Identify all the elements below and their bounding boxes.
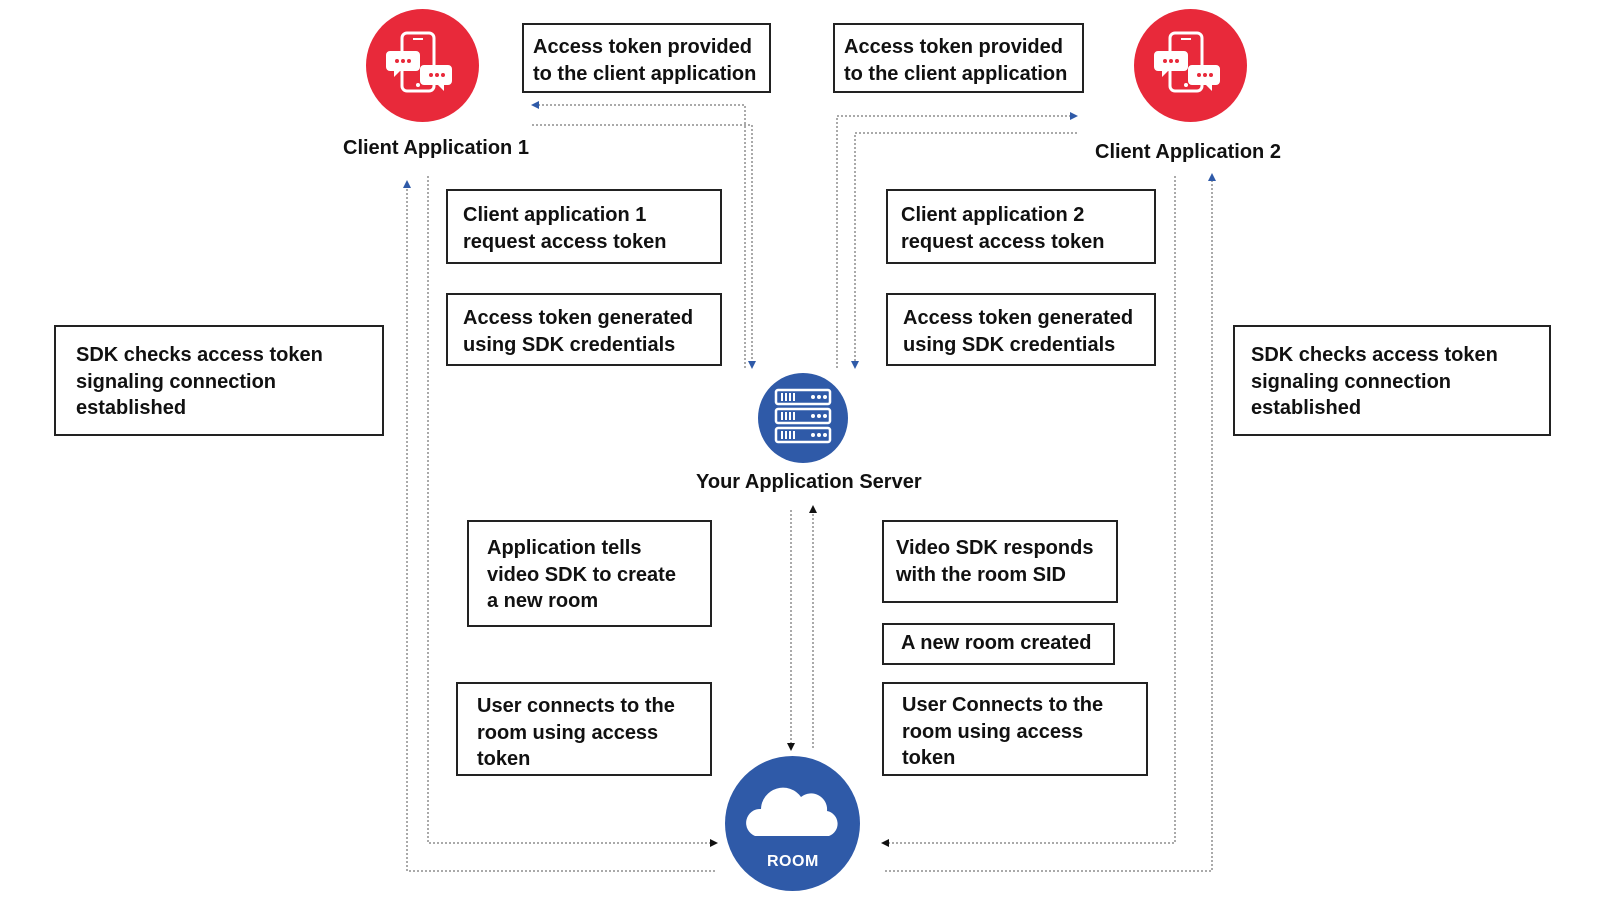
line-client-2-request (851, 132, 1077, 369)
step-line: established (76, 397, 187, 419)
step-line: using SDK credentials (903, 333, 1116, 356)
step-line: video SDK to create (487, 563, 676, 586)
client-application-1-label: Client Application 1 (343, 137, 529, 159)
step-line: User connects to the (477, 695, 675, 717)
client-application-1-node (366, 9, 479, 122)
step-line: request access token (463, 230, 667, 253)
step-line: Access token provided (533, 36, 752, 58)
step-line: room using access (477, 721, 659, 744)
step-token-generated-1: Access token generated using SDK credent… (446, 293, 722, 366)
step-request-token-2: Client application 2 request access toke… (886, 189, 1156, 264)
step-responds-room-sid: Video SDK responds with the room SID (882, 520, 1118, 603)
step-line: Access token generated (463, 307, 694, 329)
step-line: with the room SID (896, 563, 1066, 586)
step-line: Access token provided (844, 36, 1063, 58)
step-line: SDK checks access token (1251, 344, 1498, 366)
step-room-created: A new room created (882, 623, 1115, 665)
step-line: a new room (487, 590, 599, 612)
step-user-connects-1: User connects to the room using access t… (456, 682, 712, 776)
room-node: ROOM (725, 756, 860, 891)
step-line: Video SDK responds (896, 537, 1094, 559)
application-server-label: Your Application Server (696, 471, 922, 493)
step-line: A new room created (901, 632, 1092, 654)
phone-chat-icon (386, 31, 452, 93)
line-room-to-client-2 (885, 173, 1216, 872)
room-label: ROOM (767, 853, 819, 870)
step-sdk-checks-1: SDK checks access token signaling connec… (54, 325, 384, 436)
step-line: room using access (902, 720, 1084, 743)
step-line: request access token (901, 230, 1105, 253)
step-line: Client application 1 (463, 204, 647, 226)
line-client-1-request (532, 124, 756, 369)
step-line: token (477, 748, 531, 770)
server-rack-icon (774, 388, 832, 444)
cloud-icon (746, 787, 838, 836)
step-sdk-checks-2: SDK checks access token signaling connec… (1233, 325, 1551, 436)
step-line: to the client application (844, 62, 1068, 85)
phone-chat-icon (1154, 31, 1220, 93)
step-line: signaling connection (76, 370, 277, 393)
application-server-node (758, 373, 848, 463)
step-line: Application tells (487, 537, 642, 559)
step-line: signaling connection (1251, 370, 1452, 393)
line-token-to-client-1 (531, 101, 746, 368)
step-token-provided-1: Access token provided to the client appl… (522, 23, 771, 93)
line-token-to-client-2 (836, 112, 1078, 368)
step-token-provided-2: Access token provided to the client appl… (833, 23, 1084, 93)
client-application-2-label: Client Application 2 (1095, 141, 1281, 163)
client-application-2-node (1134, 9, 1247, 122)
step-line: Client application 2 (901, 204, 1085, 226)
step-user-connects-2: User Connects to the room using access t… (882, 682, 1148, 776)
step-line: established (1251, 397, 1362, 419)
line-room-to-client-1 (403, 180, 715, 872)
step-line: SDK checks access token (76, 344, 323, 366)
step-line: User Connects to the (902, 694, 1104, 716)
step-create-room: Application tells video SDK to create a … (467, 520, 712, 627)
step-line: token (902, 747, 956, 769)
step-token-generated-2: Access token generated using SDK credent… (886, 293, 1156, 366)
step-line: to the client application (533, 62, 757, 85)
step-request-token-1: Client application 1 request access toke… (446, 189, 722, 264)
step-line: using SDK credentials (463, 333, 676, 356)
step-line: Access token generated (903, 307, 1134, 329)
